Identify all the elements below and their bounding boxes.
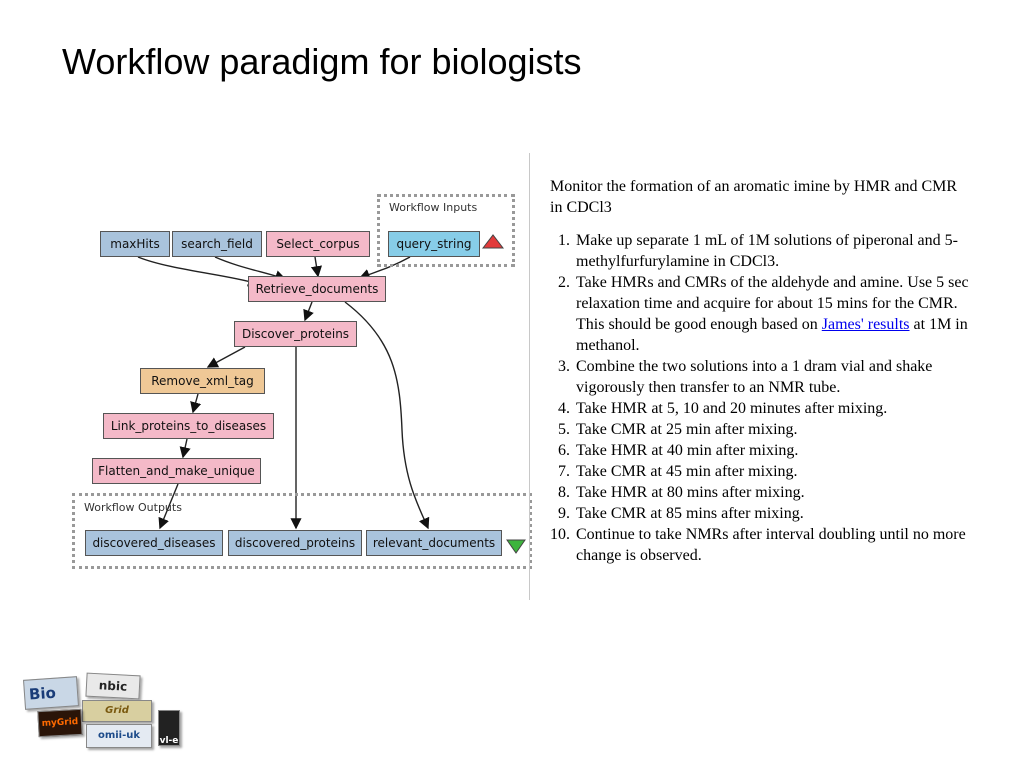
workflow-inputs-box (377, 194, 515, 267)
bio-logo: Bio (23, 676, 79, 710)
protocol-step: 1.Make up separate 1 mL of 1M solutions … (558, 232, 958, 270)
workflow-outputs-box (72, 493, 532, 569)
node-discover-proteins[interactable]: Discover_proteins (234, 321, 357, 347)
link-remove-link (190, 393, 202, 414)
node-retrieve-documents[interactable]: Retrieve_documents (248, 276, 386, 302)
protocol-step: 8.Take HMR at 80 mins after mixing. (558, 484, 805, 501)
protocol-step: 10.Continue to take NMRs after interval … (550, 526, 966, 564)
node-search-field[interactable]: search_field (172, 231, 262, 257)
protocol-intro: Monitor the formation of an aromatic imi… (550, 178, 958, 216)
workflow-inputs-label: Workflow Inputs (389, 201, 478, 214)
link-maxhits-retrieve (137, 256, 260, 287)
link-retrieve-relevant (344, 301, 430, 530)
protocol-step: 6.Take HMR at 40 min after mixing. (558, 442, 799, 459)
nbic-logo: nbic (85, 672, 141, 700)
protocol-step: 7.Take CMR at 45 min after mixing. (558, 463, 798, 480)
node-remove-xml-tag[interactable]: Remove_xml_tag (140, 368, 265, 394)
slide-title: Workflow paradigm for biologists (62, 41, 582, 82)
protocol-step: 3.Combine the two solutions into a 1 dra… (558, 358, 933, 396)
protocol-steps: 1.Make up separate 1 mL of 1M solutions … (550, 230, 970, 566)
node-discovered-diseases[interactable]: discovered_diseases (85, 530, 223, 556)
up-triangle-icon (481, 234, 505, 249)
partner-logos: Bio nbic Grid myGrid omii-uk vl-e (12, 672, 184, 752)
protocol-step: 4.Take HMR at 5, 10 and 20 minutes after… (558, 400, 888, 417)
down-triangle-icon (506, 539, 526, 554)
protocol-text: Monitor the formation of an aromatic imi… (550, 176, 970, 566)
protocol-step: 9.Take CMR at 85 mins after mixing. (558, 505, 804, 522)
link-flatten-diseases (158, 483, 179, 530)
workflow-outputs-label: Workflow Outputs (84, 501, 182, 514)
link-corpus-retrieve (310, 256, 323, 278)
node-maxhits[interactable]: maxHits (100, 231, 170, 257)
mygrid-logo: myGrid (37, 708, 83, 738)
node-flatten[interactable]: Flatten_and_make_unique (92, 458, 261, 484)
james-results-link[interactable]: James' results (821, 316, 910, 333)
vle-logo: vl-e (158, 710, 180, 746)
protocol-step: 5.Take CMR at 25 min after mixing. (558, 421, 798, 438)
divider-line (529, 153, 530, 600)
node-query-string[interactable]: query_string (388, 231, 480, 257)
omii-logo: omii-uk (86, 724, 152, 748)
protocol-step: 2.Take HMRs and CMRs of the aldehyde and… (558, 274, 969, 354)
link-retrieve-discover (303, 301, 314, 322)
grid-logo: Grid (82, 700, 152, 722)
node-select-corpus[interactable]: Select_corpus (266, 231, 370, 257)
node-discovered-proteins[interactable]: discovered_proteins (228, 530, 362, 556)
node-relevant-documents[interactable]: relevant_documents (366, 530, 502, 556)
link-link-flatten (179, 438, 191, 459)
link-discover-remove (206, 346, 246, 368)
node-link-proteins[interactable]: Link_proteins_to_diseases (103, 413, 274, 439)
